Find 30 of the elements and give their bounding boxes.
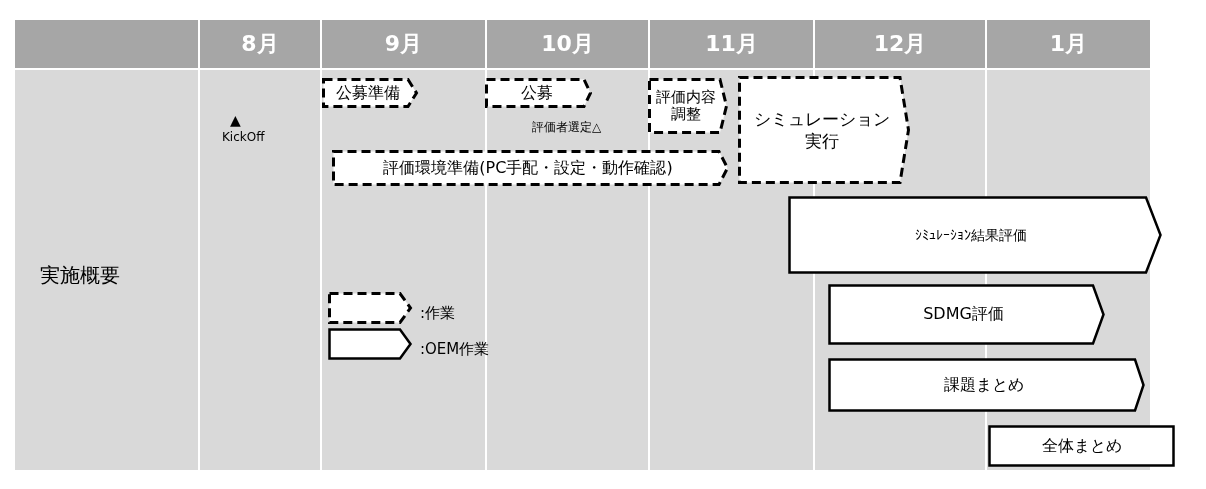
task-label: 評価内容調整 — [655, 88, 717, 124]
month-header: 8月 — [200, 20, 320, 68]
dashed-task-bar — [738, 76, 910, 184]
milestone-label: 評価者選定△ — [532, 119, 602, 136]
task-label: 公募準備 — [335, 82, 400, 104]
month-header: 1月 — [987, 20, 1150, 68]
task-bar — [988, 425, 1175, 467]
task-label: 公募 — [520, 82, 553, 104]
task-label: シミュレーション実行 — [752, 107, 891, 153]
task-bar — [828, 358, 1145, 412]
month-header: 9月 — [322, 20, 485, 68]
task-label: 課題まとめ — [944, 374, 1024, 396]
legend-text: :作業 — [420, 304, 456, 323]
milestone-label: KickOff — [222, 130, 265, 144]
row-label: 実施概要 — [40, 262, 120, 289]
month-header: 11月 — [650, 20, 813, 68]
month-header: 10月 — [487, 20, 648, 68]
task-bar — [788, 196, 1162, 274]
legend-text: :OEM作業 — [420, 340, 490, 359]
month-header: 12月 — [815, 20, 985, 68]
task-label: SDMG評価 — [923, 304, 1004, 325]
dashed-task-bar — [332, 150, 729, 186]
task-bar — [828, 284, 1105, 345]
task-label: 全体まとめ — [1041, 435, 1122, 457]
dashed-task-bar — [322, 78, 418, 108]
task-label: 評価環境準備(PC手配・設定・動作確認) — [383, 157, 673, 179]
dashed-task-bar — [485, 78, 592, 108]
task-label: ｼﾐｭﾚｰｼｮﾝ結果評価 — [915, 225, 1027, 245]
dashed-task-bar — [648, 78, 728, 134]
milestone-marker: ▲ — [230, 112, 241, 128]
